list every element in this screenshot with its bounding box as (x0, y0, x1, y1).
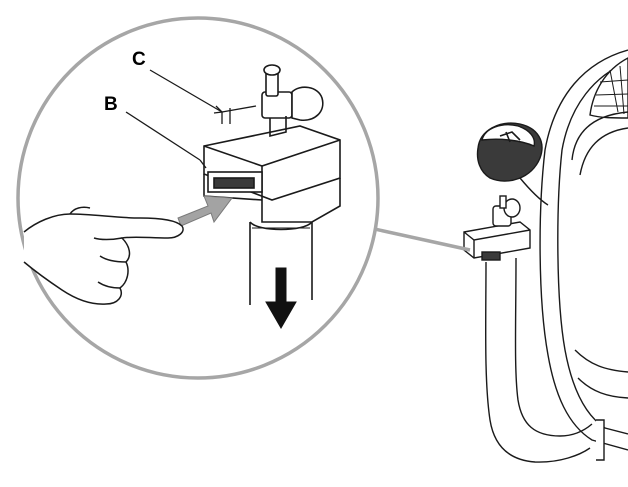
zoomed-valve (203, 64, 341, 305)
drain-hose (484, 257, 605, 463)
callout-label-b: B (104, 94, 118, 115)
filler-cap (476, 122, 549, 206)
engine-housing (539, 49, 628, 451)
arrow-down-icon (265, 267, 297, 330)
hand-icon (23, 206, 184, 305)
zoom-connector-line (369, 226, 471, 252)
push-arrow-icon (177, 195, 233, 227)
callout-leaders (125, 69, 257, 169)
callout-label-c: C (132, 49, 146, 70)
zoom-circle (16, 16, 380, 380)
valve-unit-small (463, 195, 531, 261)
